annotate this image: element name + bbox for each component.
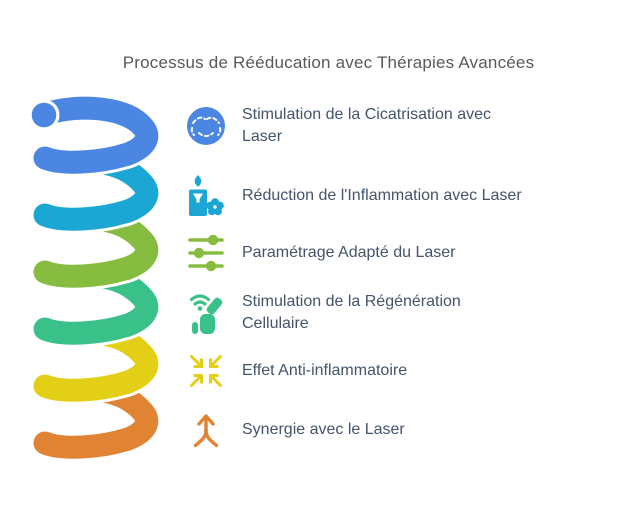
spiral-coil-graphic	[28, 93, 162, 462]
list-item-label: Réduction de l'Inflammation avec Laser	[242, 186, 522, 204]
list-item: Réduction de l'Inflammation avec Laser	[186, 172, 522, 220]
list-item-label: Synergie avec le Laser	[242, 420, 405, 438]
compress-arrows-icon	[190, 355, 222, 387]
list-item: Stimulation de la Régénération Cellulair…	[186, 289, 461, 337]
merge-up-arrow-icon	[193, 414, 219, 448]
list-item-label: Stimulation de la Régénération Cellulair…	[242, 292, 461, 333]
list-item: Paramétrage Adapté du Laser	[186, 229, 455, 277]
candle-flower-icon	[189, 175, 224, 216]
list-item-label: Stimulation de la Cicatrisation avec Las…	[242, 105, 492, 146]
list-item: Stimulation de la Cicatrisation avec Las…	[186, 102, 491, 150]
list-item-label: Paramétrage Adapté du Laser	[242, 243, 456, 261]
list-item: Effet Anti-inflammatoire	[186, 347, 407, 395]
list-item-label: Effet Anti-inflammatoire	[242, 361, 408, 379]
signal-hand-icon	[189, 294, 223, 334]
page-title: Processus de Rééducation avec Thérapies …	[122, 53, 535, 72]
coil-loop-blue	[28, 93, 162, 177]
list-item: Synergie avec le Laser	[186, 406, 405, 454]
sliders-icon	[188, 234, 224, 272]
brain-icon	[187, 107, 225, 145]
